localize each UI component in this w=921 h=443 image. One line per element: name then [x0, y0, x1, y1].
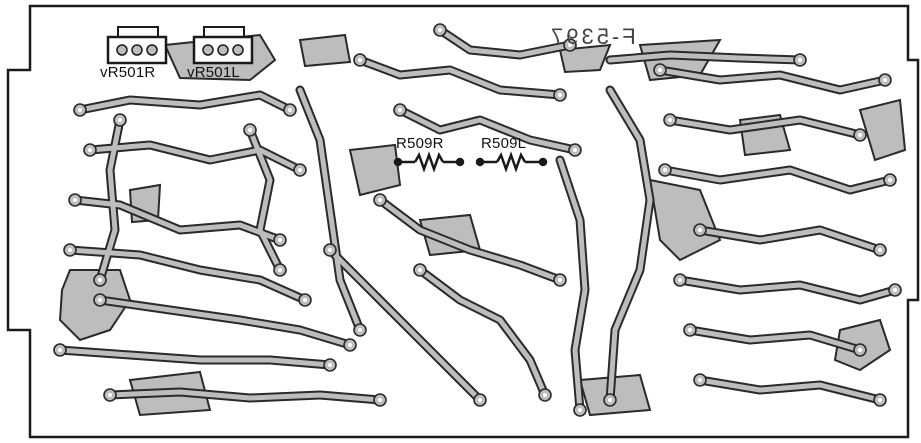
- label-r509l: R509L: [481, 135, 527, 152]
- copper-areas: [58, 33, 907, 417]
- copper-traces-fill: [57, 27, 898, 413]
- resistor-r509r: [393, 151, 465, 173]
- label-r509r: R509R: [396, 135, 444, 152]
- resistor-r509l: [475, 151, 548, 173]
- board-part-number: F-5397: [548, 24, 636, 49]
- label-vr501l: vR501L: [187, 64, 240, 81]
- trimmer-vr501l: [192, 26, 254, 65]
- label-vr501r: vR501R: [100, 64, 156, 81]
- trimmer-vr501r: [106, 26, 168, 65]
- pad-holes: [58, 28, 897, 412]
